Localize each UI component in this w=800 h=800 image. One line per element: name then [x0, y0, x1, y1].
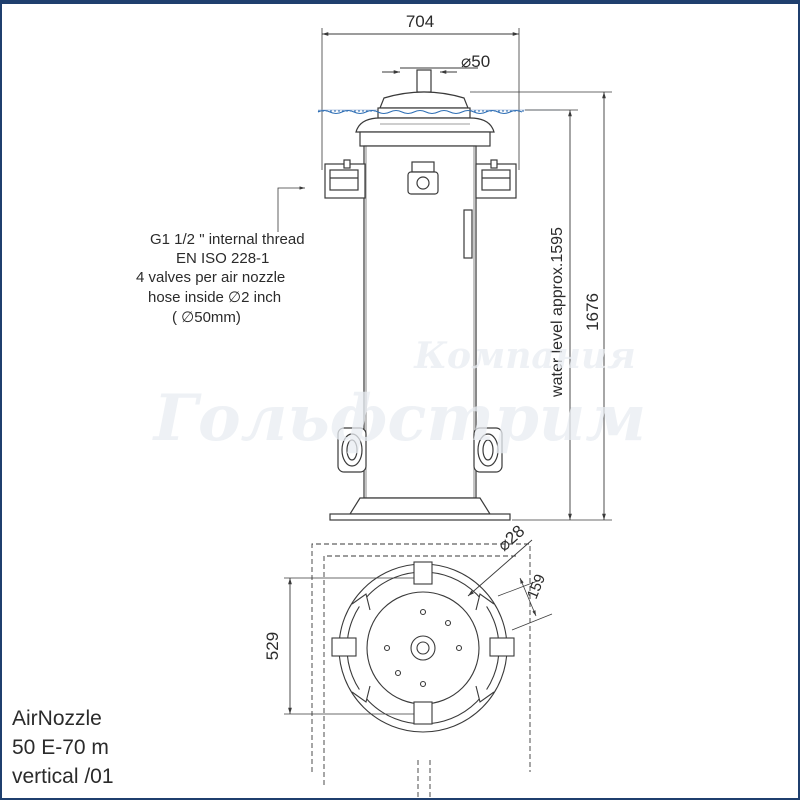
dim-label-water-level: water level approx.1595 [549, 227, 566, 398]
top-view [284, 539, 553, 800]
water-surface [317, 110, 523, 114]
frame-top-border [0, 0, 800, 4]
callout-line-3: 4 valves per air nozzle [136, 269, 285, 286]
valve-left [331, 637, 357, 657]
callout-leader [277, 186, 305, 232]
watermark-line-1: Компания [413, 335, 636, 377]
bottom-nozzle-leader [467, 539, 533, 597]
product-model: 50 E-70 m [12, 736, 109, 759]
valve-bottom [413, 701, 433, 725]
frame-right-border [798, 0, 800, 800]
top-nozzle-pipe [416, 69, 432, 93]
product-variant: vertical /01 [12, 765, 114, 788]
callout-line-1: G1 1/2 " internal thread [150, 231, 305, 248]
dim-label-offset: 159 [524, 572, 549, 602]
upper-flange [355, 117, 495, 133]
dim-label-nozzle: ⌀50 [461, 52, 490, 71]
base-plate [329, 513, 511, 521]
dim-label-height: 1676 [583, 293, 602, 331]
lower-port-left [337, 427, 367, 473]
main-column-body [363, 145, 477, 499]
dim-label-bottom-nozzle: ⌀28 [494, 521, 528, 555]
inner-disc [366, 591, 480, 705]
product-caption: AirNozzle 50 E-70 m vertical /01 [12, 704, 114, 791]
callout-line-5: ( ∅50mm) [172, 309, 241, 326]
front-view [277, 28, 612, 521]
valve-right [489, 637, 515, 657]
frame-left-border [0, 0, 2, 800]
trench-outline [311, 543, 531, 772]
valve-top [413, 561, 433, 585]
top-cap [379, 91, 469, 109]
frame-bottom-border [0, 798, 800, 800]
callout-line-2: EN ISO 228-1 [176, 250, 269, 267]
watermark-line-2: Гольфстрим [152, 381, 646, 456]
right-valve [475, 159, 517, 199]
dim-label-depth: 529 [263, 632, 282, 660]
product-name: AirNozzle [12, 707, 102, 730]
label-plate [463, 209, 473, 259]
base-flange [348, 497, 492, 515]
center-valve [407, 161, 439, 195]
offset-dim-line [519, 577, 537, 617]
dim-label-width: 704 [406, 12, 434, 31]
callout-line-4: hose inside ∅2 inch [148, 289, 281, 306]
left-valve [324, 159, 366, 199]
lower-port-right [473, 427, 503, 473]
